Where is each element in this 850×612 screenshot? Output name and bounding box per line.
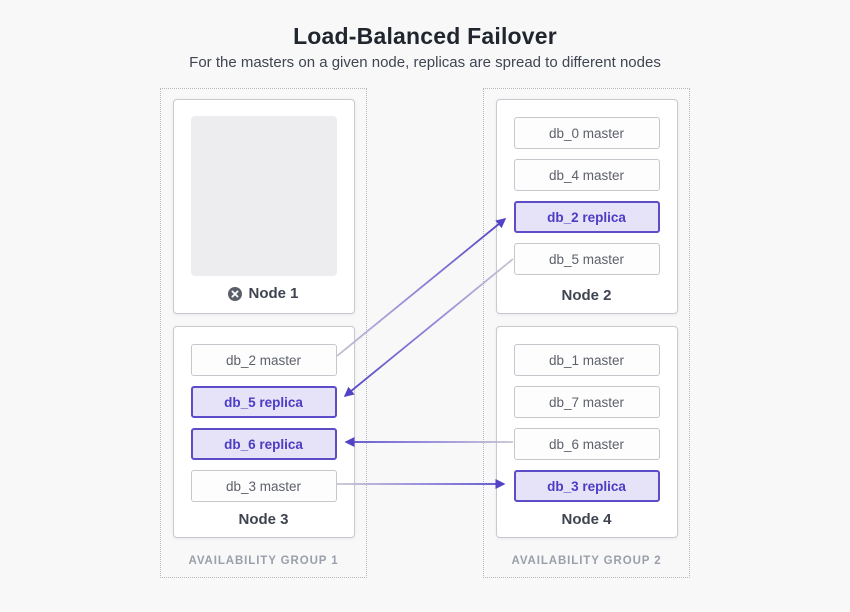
failed-node-placeholder bbox=[190, 116, 337, 276]
node-3-label: Node 3 bbox=[238, 511, 289, 528]
db-box-db_3-replica: db_3 replica bbox=[513, 470, 660, 502]
node-4-db-list: db_1 master db_7 master db_6 master db_3… bbox=[513, 344, 660, 502]
node-1-label: Node 1 bbox=[248, 285, 299, 302]
node-3-db-list: db_2 master db_5 replica db_6 replica db… bbox=[190, 344, 337, 502]
db-box-db_5-replica: db_5 replica bbox=[190, 386, 337, 418]
db-box-db_4-master: db_4 master bbox=[513, 159, 660, 191]
db-box-db_1-master: db_1 master bbox=[513, 344, 660, 376]
page-subtitle: For the masters on a given node, replica… bbox=[189, 54, 661, 71]
node-1-card: Node 1 bbox=[172, 99, 355, 314]
node-4-card: db_1 master db_7 master db_6 master db_3… bbox=[495, 326, 678, 538]
node-2-label: Node 2 bbox=[561, 287, 612, 304]
db-box-db_6-master: db_6 master bbox=[513, 428, 660, 460]
node-1-label-row: Node 1 bbox=[174, 285, 354, 302]
db-box-db_7-master: db_7 master bbox=[513, 386, 660, 418]
db-box-db_5-master: db_5 master bbox=[513, 243, 660, 275]
availability-group-2-label: AVAILABILITY GROUP 2 bbox=[511, 555, 662, 567]
db-box-db_6-replica: db_6 replica bbox=[190, 428, 337, 460]
x-circle-icon bbox=[228, 286, 243, 301]
node-3-card: db_2 master db_5 replica db_6 replica db… bbox=[172, 326, 355, 538]
availability-group-1-label: AVAILABILITY GROUP 1 bbox=[188, 555, 339, 567]
availability-group-1: Node 1 db_2 master db_5 replica db_6 rep… bbox=[160, 88, 367, 578]
node-4-label: Node 4 bbox=[561, 511, 612, 528]
node-2-db-list: db_0 master db_4 master db_2 replica db_… bbox=[513, 117, 660, 275]
node-2-card: db_0 master db_4 master db_2 replica db_… bbox=[495, 99, 678, 314]
page-title: Load-Balanced Failover bbox=[293, 23, 557, 49]
availability-group-2: db_0 master db_4 master db_2 replica db_… bbox=[483, 88, 690, 578]
db-box-db_3-master: db_3 master bbox=[190, 470, 337, 502]
db-box-db_0-master: db_0 master bbox=[513, 117, 660, 149]
db-box-db_2-master: db_2 master bbox=[190, 344, 337, 376]
db-box-db_2-replica: db_2 replica bbox=[513, 201, 660, 233]
